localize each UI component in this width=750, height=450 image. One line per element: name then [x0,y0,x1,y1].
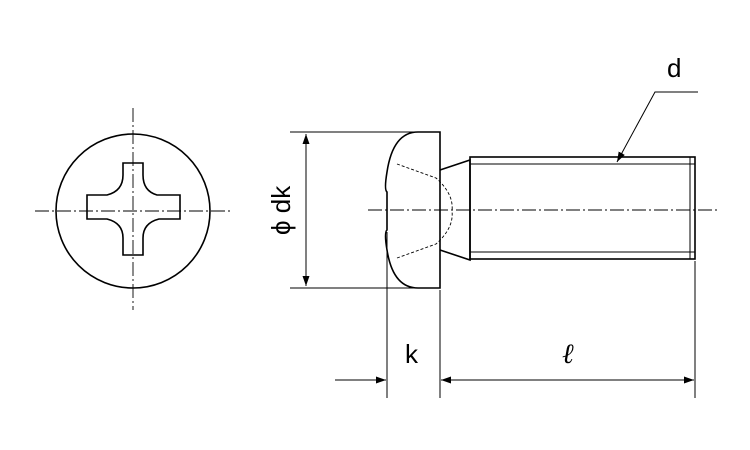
d-leader-line [616,91,698,163]
pan-head-outline [384,131,441,289]
recess-hidden-line-top [396,163,453,212]
recess-hidden-line-bottom [396,210,453,259]
dimension-lines [290,91,698,398]
head-diameter-label: ϕ dk [266,185,296,235]
thread-diameter-label: d [667,53,681,83]
thread-lines [470,157,695,259]
head-height-label: k [405,339,419,369]
threaded-shank [469,156,696,260]
phillips-cross-recess [86,162,181,256]
recess-hidden-lines [396,163,453,259]
length-label: ℓ [562,339,574,370]
top-view-centerlines [35,108,232,310]
